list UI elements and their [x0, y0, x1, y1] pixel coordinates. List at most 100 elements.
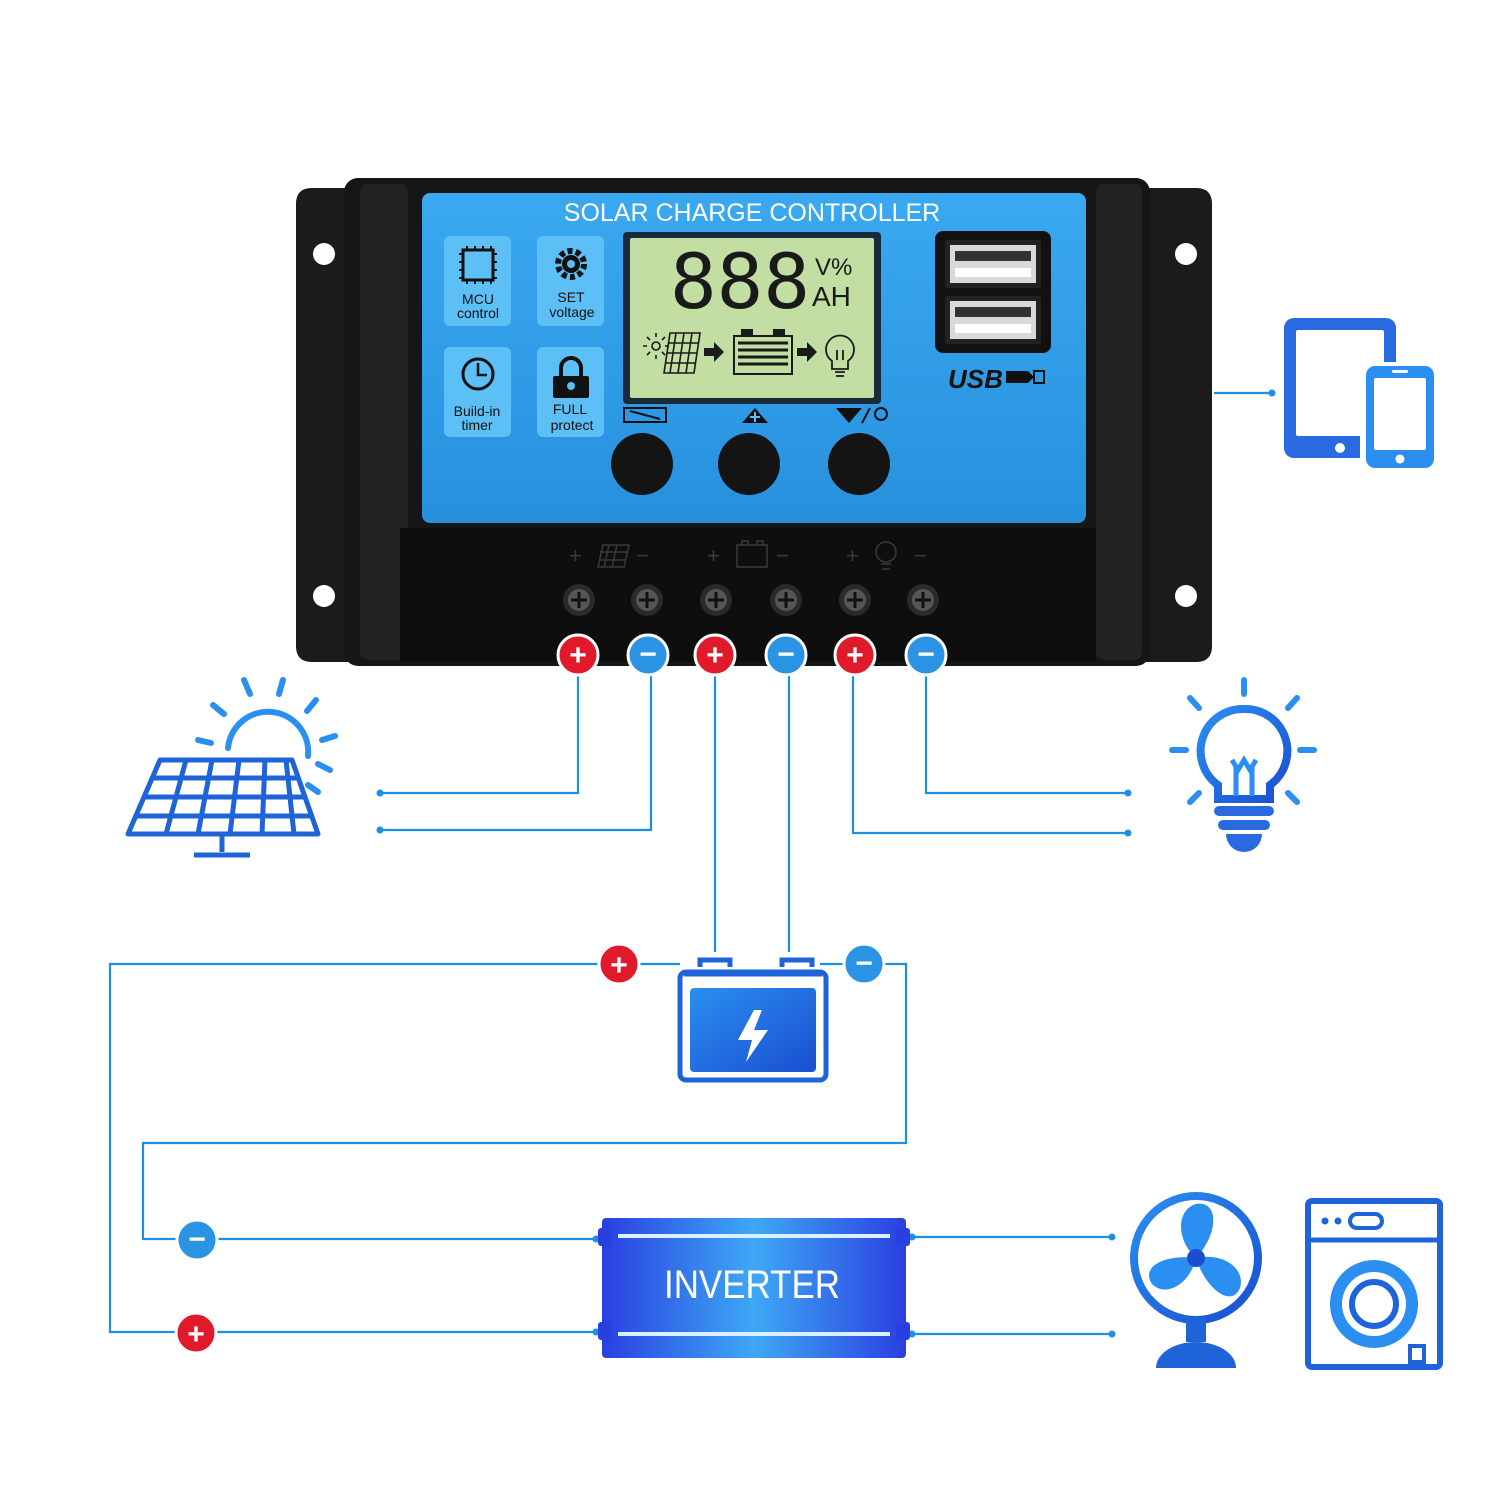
terminal-label-plus: +: [846, 543, 859, 568]
feature-label: protect: [551, 417, 594, 433]
terminal-screw: [700, 584, 732, 616]
menu-icon: [623, 407, 667, 423]
wire-endpoints: [376, 389, 1276, 1338]
fan-blades-icon: [1149, 1203, 1241, 1297]
mount-flange-right: [1140, 188, 1212, 662]
bulb-icon: [875, 541, 897, 570]
battery-marker-negative: [842, 942, 886, 986]
terminal-marker-sign: +: [846, 639, 864, 672]
wire-solar-plus: [380, 668, 580, 795]
inverter-marker-negative: [175, 1218, 219, 1262]
usb-label: USB: [948, 364, 1003, 394]
terminal-block: [400, 528, 1096, 662]
terminal-screw: [563, 584, 595, 616]
menu-button[interactable]: [611, 433, 673, 495]
solar-panel-illustration: [125, 677, 338, 858]
bulb-icon: [1196, 704, 1292, 852]
tablet-phone-illustration: [1284, 318, 1438, 470]
lcd-arrow-icon: [797, 342, 817, 362]
bulb-rays: [1169, 677, 1317, 805]
lcd-battery-icon: [733, 329, 793, 375]
charge-controller: SOLAR CHARGE CONTROLLER MCU control SET …: [296, 178, 1212, 666]
terminal-label-plus: +: [569, 543, 582, 568]
feature-label: timer: [461, 417, 492, 433]
feature-label: Build-in: [454, 403, 501, 419]
battery-marker-sign: +: [610, 949, 628, 982]
inverter-marker-positive: [174, 1311, 218, 1355]
inverter-illustration: INVERTER: [598, 1218, 910, 1358]
down-light-icon: [836, 407, 888, 424]
wire-load-plus: [851, 668, 1128, 835]
terminal-screw: [839, 584, 871, 616]
terminal-labels: + − + − + −: [569, 540, 927, 570]
terminal-marker-sign: −: [639, 638, 657, 671]
terminal-label-minus: −: [776, 543, 789, 568]
solar-panel-icon: [125, 757, 321, 858]
feature-label: control: [457, 305, 499, 321]
clock-icon: [461, 357, 495, 391]
gear-icon: [555, 248, 587, 280]
terminal-screw: [631, 584, 663, 616]
terminal-marker-negative: [904, 633, 948, 677]
wires: [108, 391, 1272, 1336]
lcd-unit-top: V%: [815, 254, 852, 281]
lightning-icon: [738, 1010, 768, 1062]
terminal-marker-positive: [693, 633, 737, 677]
usb-logo: USB: [948, 364, 1045, 394]
feature-tile-mcu-control: MCU control: [444, 236, 511, 326]
mount-hole: [1175, 243, 1197, 265]
terminal-marker-sign: −: [917, 638, 935, 671]
lcd-solar-panel-icon: [663, 332, 701, 374]
fan-illustration: [1130, 1192, 1262, 1368]
inverter-marker-sign: −: [188, 1223, 206, 1256]
terminal-marker-negative: [764, 633, 808, 677]
up-button[interactable]: [718, 433, 780, 495]
lcd-unit-bottom: AH: [812, 281, 851, 312]
feature-label: voltage: [549, 304, 594, 320]
inverter-marker-sign: +: [187, 1318, 205, 1351]
terminal-screws: [563, 584, 939, 616]
wire-battery-plus-inverter: [108, 962, 680, 1334]
solar-panel-icon: [597, 544, 630, 568]
lcd-sun-icon: [643, 333, 669, 359]
wire-battery-minus-inverter: [141, 962, 908, 1241]
terminal-marker-sign: +: [569, 639, 587, 672]
usb-ports[interactable]: [935, 231, 1051, 353]
terminal-marker-sign: +: [706, 639, 724, 672]
battery-illustration: [677, 957, 829, 1083]
wire-solar-minus: [380, 668, 653, 832]
battery-icon: [736, 540, 768, 568]
terminal-screw: [907, 584, 939, 616]
lcd-display: 888 V% AH: [623, 232, 881, 404]
feature-label: MCU: [462, 291, 494, 307]
lcd-digits: 888: [670, 237, 810, 326]
washing-machine-illustration: [1305, 1198, 1443, 1370]
terminal-marker-negative: [626, 633, 670, 677]
terminal-marker-sign: −: [777, 638, 795, 671]
wire-load-minus: [924, 668, 1128, 795]
up-icon: [742, 408, 768, 423]
terminal-label-plus: +: [707, 543, 720, 568]
terminal-label-minus: −: [914, 543, 927, 568]
feature-tile-full-protect: FULL protect: [537, 347, 604, 437]
lcd-arrow-icon: [704, 342, 724, 362]
chip-icon: [459, 246, 497, 284]
lcd-bulb-icon: [825, 334, 855, 377]
down-light-button[interactable]: [828, 433, 890, 495]
controller-title: SOLAR CHARGE CONTROLLER: [564, 199, 940, 227]
feature-tile-build-in-timer: Build-in timer: [444, 347, 511, 437]
battery-marker-positive: [597, 942, 641, 986]
feature-tile-set-voltage: SET voltage: [537, 236, 604, 326]
terminal-markers: + − + − + −: [556, 633, 948, 677]
phone-icon: [1360, 362, 1438, 470]
sun-icon: [195, 677, 338, 795]
lock-icon: [553, 356, 589, 398]
battery-marker-sign: −: [855, 947, 873, 980]
terminal-marker-positive: [556, 633, 600, 677]
mount-hole: [313, 243, 335, 265]
feature-label: SET: [557, 289, 585, 305]
terminal-label-minus: −: [636, 543, 649, 568]
terminal-screw: [770, 584, 802, 616]
mount-hole: [1175, 585, 1197, 607]
